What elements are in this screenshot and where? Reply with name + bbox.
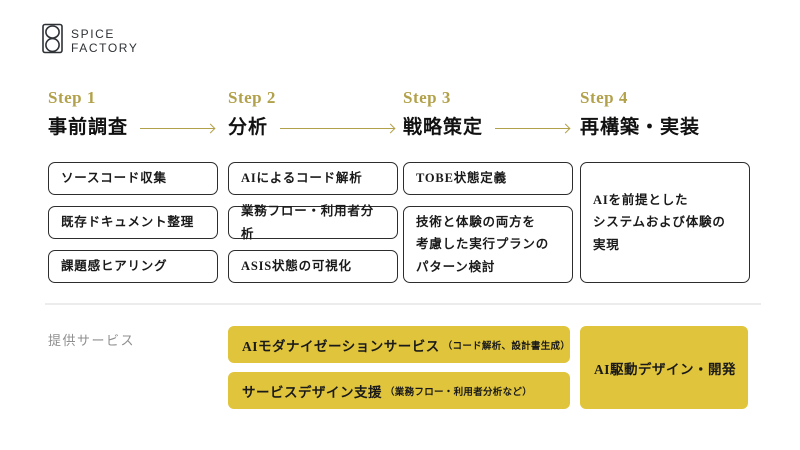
step-column-3: Step 3 戦略策定 TOBE状態定義 技術と体験の両方を 考慮した実行プラン… <box>403 88 573 283</box>
task-box-text: 既存ドキュメント整理 <box>61 215 195 230</box>
service-title: サービスデザイン支援 <box>242 384 382 400</box>
task-box-text: 業務フロー・利用者分析 <box>241 204 375 241</box>
task-box-text: システムおよび体験の実現 <box>593 215 726 252</box>
task-box-text: AIによるコード解析 <box>241 171 363 186</box>
step3-label: Step 3 <box>403 88 451 107</box>
service-title: AI駆動デザイン・開発 <box>594 361 737 377</box>
step1-boxes: ソースコード収集 既存ドキュメント整理 課題感ヒアリング <box>48 162 218 283</box>
task-box-text: TOBE状態定義 <box>416 171 507 186</box>
logo: SPICE FACTORY <box>42 23 138 59</box>
arrow-right-icon <box>280 128 394 129</box>
arrow-right-icon <box>495 128 569 129</box>
task-box-text: 課題感ヒアリング <box>61 259 168 274</box>
task-box-text: 考慮した実行プランの <box>416 237 550 252</box>
service-box-ai-driven-dev: AI駆動デザイン・開発 <box>580 326 748 409</box>
step1-title-row: 事前調査 <box>48 112 218 139</box>
step1-title: 事前調査 <box>48 117 129 138</box>
task-box-text: 技術と体験の両方を <box>416 214 536 229</box>
step-column-1: Step 1 事前調査 ソースコード収集 既存ドキュメント整理 課題感ヒアリング <box>48 88 218 283</box>
arrow-right-icon <box>140 128 214 129</box>
task-box: ソースコード収集 <box>48 162 218 195</box>
step2-label: Step 2 <box>228 88 276 107</box>
service-note: （コード解析、設計書生成） <box>442 341 571 352</box>
step3-title: 戦略策定 <box>403 117 484 138</box>
section-divider <box>45 303 761 305</box>
step4-title-row: 再構築・実装 <box>580 112 750 139</box>
step4-title: 再構築・実装 <box>580 117 701 138</box>
step2-title-row: 分析 <box>228 112 398 139</box>
step-column-4: Step 4 再構築・実装 AIを前提とした システムおよび体験の実現 <box>580 88 750 283</box>
service-box-service-design: サービスデザイン支援 （業務フロー・利用者分析など） <box>228 372 570 409</box>
task-box: AIによるコード解析 <box>228 162 398 195</box>
step1-label: Step 1 <box>48 88 96 107</box>
task-box: 既存ドキュメント整理 <box>48 206 218 239</box>
step4-boxes: AIを前提とした システムおよび体験の実現 <box>580 162 750 283</box>
task-box-text: ASIS状態の可視化 <box>241 259 352 274</box>
spice-factory-logo-icon <box>42 23 63 59</box>
task-box-text: AIを前提とした <box>593 192 689 207</box>
service-note: （業務フロー・利用者分析など） <box>385 387 533 398</box>
task-box-text: ソースコード収集 <box>61 171 167 186</box>
step3-boxes: TOBE状態定義 技術と体験の両方を 考慮した実行プランの パターン検討 <box>403 162 573 283</box>
step2-boxes: AIによるコード解析 業務フロー・利用者分析 ASIS状態の可視化 <box>228 162 398 283</box>
service-title: AIモダナイゼーションサービス <box>242 338 440 354</box>
step2-title: 分析 <box>228 117 269 138</box>
task-box: 課題感ヒアリング <box>48 250 218 283</box>
task-box: 業務フロー・利用者分析 <box>228 204 398 241</box>
step-column-2: Step 2 分析 AIによるコード解析 業務フロー・利用者分析 ASIS状態の… <box>228 88 398 283</box>
logo-wordmark: SPICE FACTORY <box>71 27 138 56</box>
task-box: 技術と体験の両方を 考慮した実行プランの パターン検討 <box>403 206 573 283</box>
task-box: TOBE状態定義 <box>403 162 573 195</box>
logo-line2: FACTORY <box>71 41 139 55</box>
task-box: AIを前提とした システムおよび体験の実現 <box>580 162 750 283</box>
service-box-ai-modernization: AIモダナイゼーションサービス （コード解析、設計書生成） <box>228 326 570 363</box>
step4-label: Step 4 <box>580 88 628 107</box>
step3-title-row: 戦略策定 <box>403 112 573 139</box>
task-box-text: パターン検討 <box>416 259 496 274</box>
services-section-label: 提供サービス <box>48 333 136 348</box>
task-box: ASIS状態の可視化 <box>228 250 398 283</box>
logo-line1: SPICE <box>71 26 116 41</box>
